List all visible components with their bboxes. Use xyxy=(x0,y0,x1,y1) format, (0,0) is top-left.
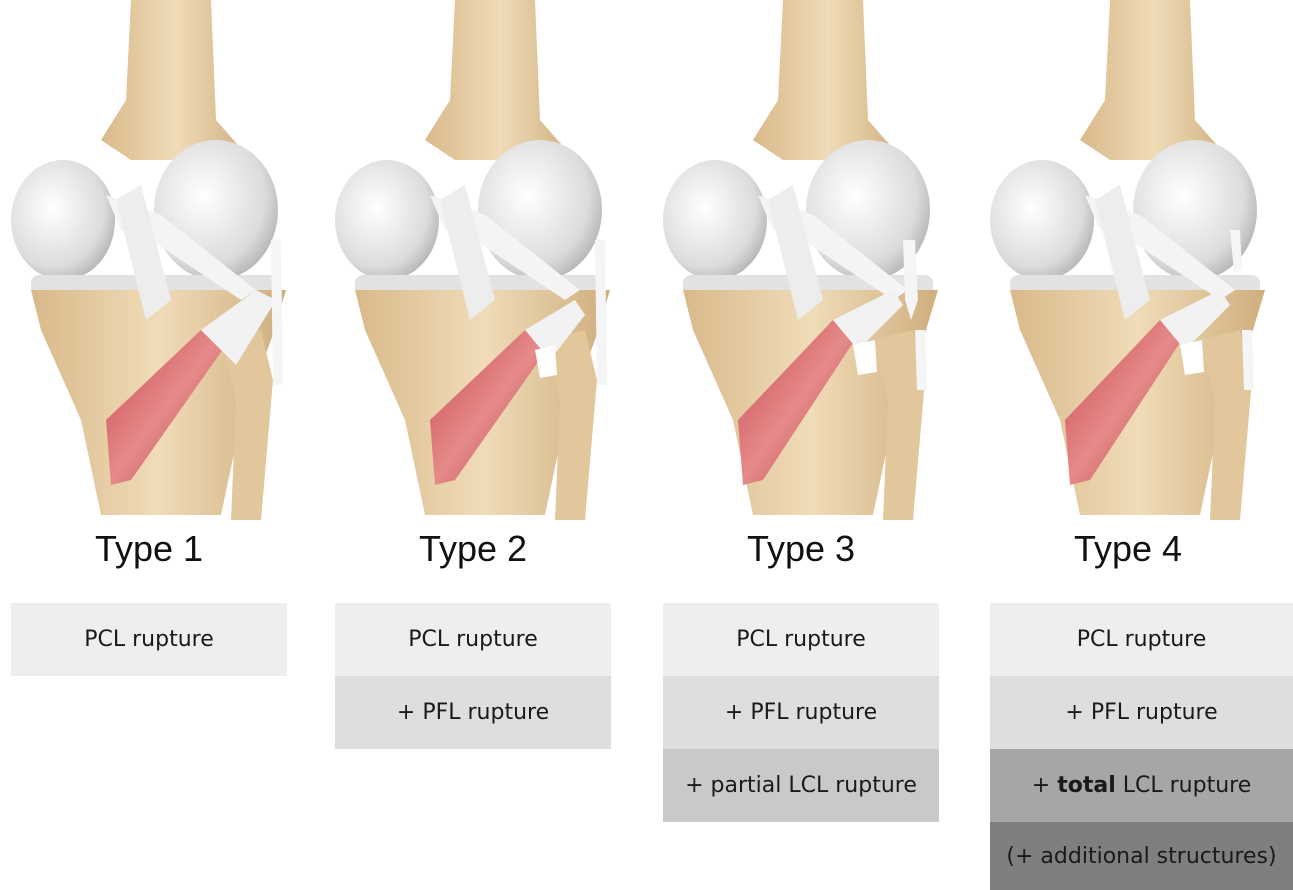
knee-illustration-type-2 xyxy=(335,0,611,520)
pfl-rupture-cell: + PFL rupture xyxy=(990,676,1293,749)
lcl-prefix: + xyxy=(1032,773,1057,798)
lcl-suffix: LCL rupture xyxy=(1116,773,1251,798)
pcl-rupture-cell: PCL rupture xyxy=(335,603,611,676)
cell-text: + PFL rupture xyxy=(397,700,549,725)
pcl-rupture-cell: PCL rupture xyxy=(11,603,287,676)
cell-text: PCL rupture xyxy=(84,627,214,652)
type-label: Type 1 xyxy=(11,528,287,570)
cell-text: + PFL rupture xyxy=(725,700,877,725)
pcl-rupture-cell: PCL rupture xyxy=(663,603,939,676)
cell-text: + PFL rupture xyxy=(1065,700,1217,725)
type-label: Type 2 xyxy=(335,528,611,570)
cell-text: PCL rupture xyxy=(736,627,866,652)
additional-structures-cell: (+ additional structures) xyxy=(990,822,1293,890)
total-lcl-rupture-cell: + total LCL rupture xyxy=(990,749,1293,822)
cell-text: PCL rupture xyxy=(408,627,538,652)
pfl-rupture-cell: + PFL rupture xyxy=(663,676,939,749)
lcl-bold-word: total xyxy=(1057,773,1116,798)
pfl-rupture-cell: + PFL rupture xyxy=(335,676,611,749)
knee-illustration-type-4 xyxy=(990,0,1266,520)
type-label: Type 3 xyxy=(663,528,939,570)
type-3-column: Type 3 PCL rupture + PFL rupture + parti… xyxy=(663,0,939,890)
cell-text: PCL rupture xyxy=(1077,627,1207,652)
cell-text: + partial LCL rupture xyxy=(685,773,917,798)
knee-illustration-type-3 xyxy=(663,0,939,520)
type-label: Type 4 xyxy=(990,528,1266,570)
partial-lcl-rupture-cell: + partial LCL rupture xyxy=(663,749,939,822)
type-2-column: Type 2 PCL rupture + PFL rupture xyxy=(335,0,611,890)
pcl-rupture-cell: PCL rupture xyxy=(990,603,1293,676)
type-4-column: Type 4 PCL rupture + PFL rupture + total… xyxy=(990,0,1293,890)
cell-text: (+ additional structures) xyxy=(1006,844,1276,869)
knee-illustration-type-1 xyxy=(11,0,287,520)
type-1-column: Type 1 PCL rupture xyxy=(11,0,287,890)
